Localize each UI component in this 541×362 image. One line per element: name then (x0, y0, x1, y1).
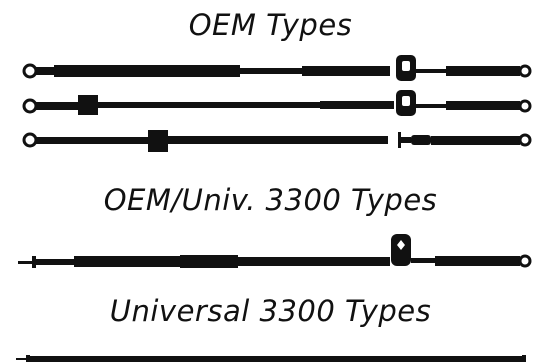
eyelet-right (518, 133, 532, 147)
bulkhead-block (148, 130, 168, 152)
cable-jacket (54, 65, 240, 77)
end-fitting-left (36, 137, 148, 144)
clamp-hub-hole (402, 96, 410, 106)
universal-3300-cable (16, 355, 526, 362)
end-stop-left (32, 256, 36, 268)
eyelet-left (22, 63, 38, 79)
end-fitting-left (36, 67, 54, 75)
cable-jacket-section (320, 101, 394, 109)
rod (416, 69, 446, 73)
oem-types-heading: OEM Types (188, 8, 353, 42)
oem-cable-1 (22, 55, 532, 81)
oem-univ-3300-types-heading: OEM/Univ. 3300 Types (103, 183, 438, 217)
oem-univ-3300-cable (18, 234, 532, 268)
end-fitting-left (36, 259, 74, 265)
bulkhead-block (78, 95, 98, 115)
rod-end (435, 256, 520, 266)
rod (411, 258, 435, 263)
eyelet-right (518, 99, 532, 113)
cable-marker (398, 132, 401, 148)
end-rod-left (18, 261, 32, 264)
cable-core (168, 136, 388, 144)
universal-3300-types-heading: Universal 3300 Types (109, 294, 432, 328)
rod (416, 104, 446, 108)
cable-core (240, 68, 302, 74)
cable-core (98, 102, 320, 108)
end-stop-right (522, 355, 526, 362)
oem-cable-3 (22, 130, 532, 152)
cable-jacket-section (238, 257, 390, 266)
clamp-hub-hole (397, 240, 405, 250)
end-fitting-left (36, 102, 78, 110)
cable-jacket (74, 256, 180, 267)
end-stop-left (26, 355, 30, 362)
rod-end (446, 101, 520, 110)
cable-body (30, 356, 522, 362)
rod-end (431, 136, 520, 145)
rod-sleeve (411, 135, 431, 145)
cable-jacket-thick (180, 255, 238, 268)
cable-jacket-section (302, 66, 390, 76)
eyelet-right (518, 254, 532, 268)
oem-cable-2 (22, 90, 532, 116)
clamp-hub-hole (402, 61, 410, 71)
eyelet-left (22, 132, 38, 148)
rod-end (446, 66, 520, 76)
rod (401, 137, 411, 143)
end-rod-left (16, 358, 26, 360)
eyelet-right (518, 64, 532, 78)
eyelet-left (22, 98, 38, 114)
